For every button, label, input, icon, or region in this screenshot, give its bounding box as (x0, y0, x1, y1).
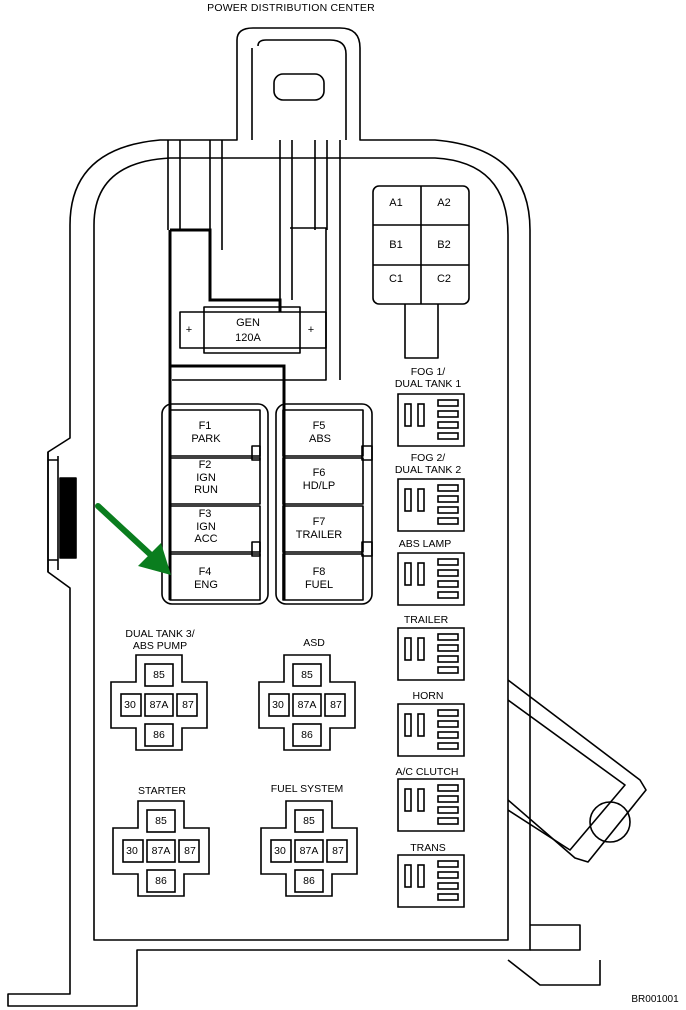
fuse-f7-id: F7 (312, 516, 326, 528)
figure-code: BR001001 (631, 994, 679, 1005)
fuse-block-left (161, 403, 269, 605)
terminal-dual-tank3-bottom: 86 (153, 729, 165, 741)
terminal-fuel-system-center: 87A (299, 845, 319, 857)
relay-socket-dual-tank3 (110, 654, 208, 751)
fuse-f4-id: F4 (198, 566, 212, 578)
small-relay-trailer (397, 627, 465, 681)
terminal-asd-center: 87A (297, 699, 317, 711)
relay-socket-fuel-system (260, 800, 358, 897)
gen-fuse-plus-right: + (307, 324, 315, 336)
fuse-f6-name: HD/LP (302, 480, 336, 492)
relay-label-trailer: TRAILER (403, 614, 449, 626)
terminal-starter-top: 85 (155, 815, 167, 827)
terminal-asd-right: 87 (330, 699, 342, 711)
fuse-f5-name: ABS (308, 433, 332, 445)
relay-label-fog2: FOG 2/ DUAL TANK 2 (394, 452, 462, 476)
fuse-f7-name: TRAILER (295, 529, 343, 541)
fuse-f5-id: F5 (312, 420, 326, 432)
terminal-starter-center: 87A (151, 845, 171, 857)
gen-fuse-name: GEN (236, 317, 260, 329)
housing-outline (7, 27, 531, 1007)
terminal-dual-tank3-right: 87 (182, 699, 194, 711)
small-relay-horn (397, 703, 465, 757)
relay-socket-starter (112, 800, 210, 897)
fuse-f2-id: F2 (198, 459, 212, 471)
relay-label-abs-lamp: ABS LAMP (398, 538, 452, 550)
mounting-arm (507, 679, 647, 863)
terminal-asd-bottom: 86 (301, 729, 313, 741)
fuse-f1-name: PARK (191, 433, 221, 445)
gen-fuse-body (179, 311, 327, 349)
relay-label-starter: STARTER (137, 785, 187, 797)
relay-label-dual-tank3: DUAL TANK 3/ ABS PUMP (125, 628, 195, 652)
gen-fuse-plus-left: + (185, 324, 193, 336)
gen-fuse-rating: 120A (235, 332, 261, 344)
grid-label-c1: C1 (388, 273, 404, 285)
relay-label-fuel-system: FUEL SYSTEM (270, 783, 344, 795)
terminal-fuel-system-bottom: 86 (303, 875, 315, 887)
terminal-asd-left: 30 (272, 699, 284, 711)
relay-socket-asd (258, 654, 356, 751)
terminal-starter-left: 30 (126, 845, 138, 857)
terminal-fuel-system-left: 30 (274, 845, 286, 857)
grid-label-b2: B2 (437, 239, 451, 251)
terminal-asd-top: 85 (301, 669, 313, 681)
mounting-tab-slot (273, 73, 325, 101)
grid-label-a1: A1 (389, 197, 403, 209)
grid-label-a2: A2 (437, 197, 451, 209)
housing-inner (93, 157, 509, 941)
highlight-arrow (95, 503, 171, 575)
grid-label-c2: C2 (436, 273, 452, 285)
fuse-block-right (275, 403, 373, 605)
page-title: POWER DISTRIBUTION CENTER (207, 2, 375, 14)
fuse-f8-name: FUEL (304, 579, 334, 591)
mounting-hole (589, 801, 631, 843)
terminal-fuel-system-right: 87 (332, 845, 344, 857)
small-relay-fog1 (397, 393, 465, 447)
small-relay-abs-lamp (397, 552, 465, 606)
fuse-f6-id: F6 (312, 467, 326, 479)
fuse-f1-id: F1 (198, 420, 212, 432)
terminal-dual-tank3-left: 30 (124, 699, 136, 711)
relay-label-fog1: FOG 1/ DUAL TANK 1 (394, 366, 462, 390)
relay-label-ac-clutch: A/C CLUTCH (395, 766, 459, 778)
bus-wire-left (170, 228, 282, 312)
relay-label-trans: TRANS (410, 842, 446, 854)
fuse-f3-name: IGN ACC (194, 521, 218, 545)
small-relay-ac-clutch (397, 778, 465, 832)
terminal-fuel-system-top: 85 (303, 815, 315, 827)
terminal-dual-tank3-center: 87A (149, 699, 169, 711)
small-relay-trans (397, 854, 465, 908)
fuse-f3-id: F3 (198, 508, 212, 520)
terminal-starter-right: 87 (184, 845, 196, 857)
small-relay-fog2 (397, 478, 465, 532)
relay-label-asd: ASD (303, 637, 325, 649)
side-latch (47, 452, 59, 572)
fuse-f2-name: IGN RUN (194, 472, 218, 496)
fuse-f8-id: F8 (312, 566, 326, 578)
grid-label-b1: B1 (389, 239, 403, 251)
terminal-dual-tank3-top: 85 (153, 669, 165, 681)
fuse-f4-name: ENG (194, 579, 218, 591)
relay-label-horn: HORN (412, 690, 444, 702)
terminal-starter-bottom: 86 (155, 875, 167, 887)
